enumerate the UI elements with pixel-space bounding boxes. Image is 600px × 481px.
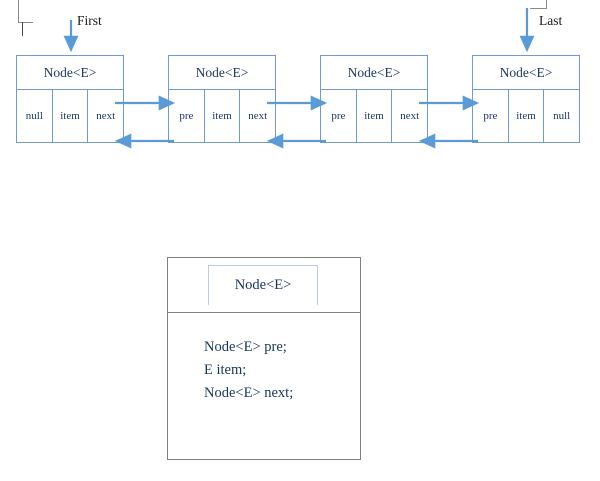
label-first: First	[77, 13, 102, 28]
node-field-pre: null	[17, 90, 53, 142]
node-field-pre: pre	[473, 90, 509, 142]
node-field-pre: pre	[169, 90, 205, 142]
node-fields: null item next	[17, 90, 123, 142]
node-field-next: null	[553, 110, 571, 122]
text-caret	[22, 22, 23, 36]
node-title: Node<E>	[17, 56, 123, 90]
node-title: Node<E>	[169, 56, 275, 90]
node-field-item: item	[53, 90, 89, 142]
class-member-pre: Node<E> pre;	[204, 339, 287, 355]
class-name-tab: Node<E>	[208, 265, 318, 305]
node-field-next: next	[400, 110, 420, 122]
node-field-pre: pre	[321, 90, 357, 142]
class-member-next: Node<E> next;	[204, 385, 294, 401]
node-field-item: item	[509, 90, 545, 142]
node-box-4: Node<E> pre item null	[472, 55, 580, 143]
node-box-3: Node<E> pre item next	[320, 55, 428, 143]
node-title: Node<E>	[321, 56, 427, 90]
node-fields: pre item next	[169, 90, 275, 142]
class-members: Node<E> pre; E item; Node<E> next;	[204, 336, 293, 405]
node-box-2: Node<E> pre item next	[168, 55, 276, 143]
node-fields: pre item next	[321, 90, 427, 142]
class-member-item: E item;	[204, 362, 247, 378]
class-definition-box: Node<E> Node<E> pre; E item; Node<E> nex…	[167, 257, 361, 460]
node-field-item: item	[357, 90, 393, 142]
class-box-divider	[168, 312, 360, 313]
label-last: Last	[539, 13, 563, 28]
node-field-next: next	[248, 110, 268, 122]
node-fields: pre item null	[473, 90, 579, 142]
node-field-item: item	[205, 90, 241, 142]
page-corner-mark-right	[530, 0, 547, 9]
page-corner-mark-left	[18, 0, 33, 23]
node-box-1: Node<E> null item next	[16, 55, 124, 143]
node-field-next: next	[96, 110, 116, 122]
node-title: Node<E>	[473, 56, 579, 90]
